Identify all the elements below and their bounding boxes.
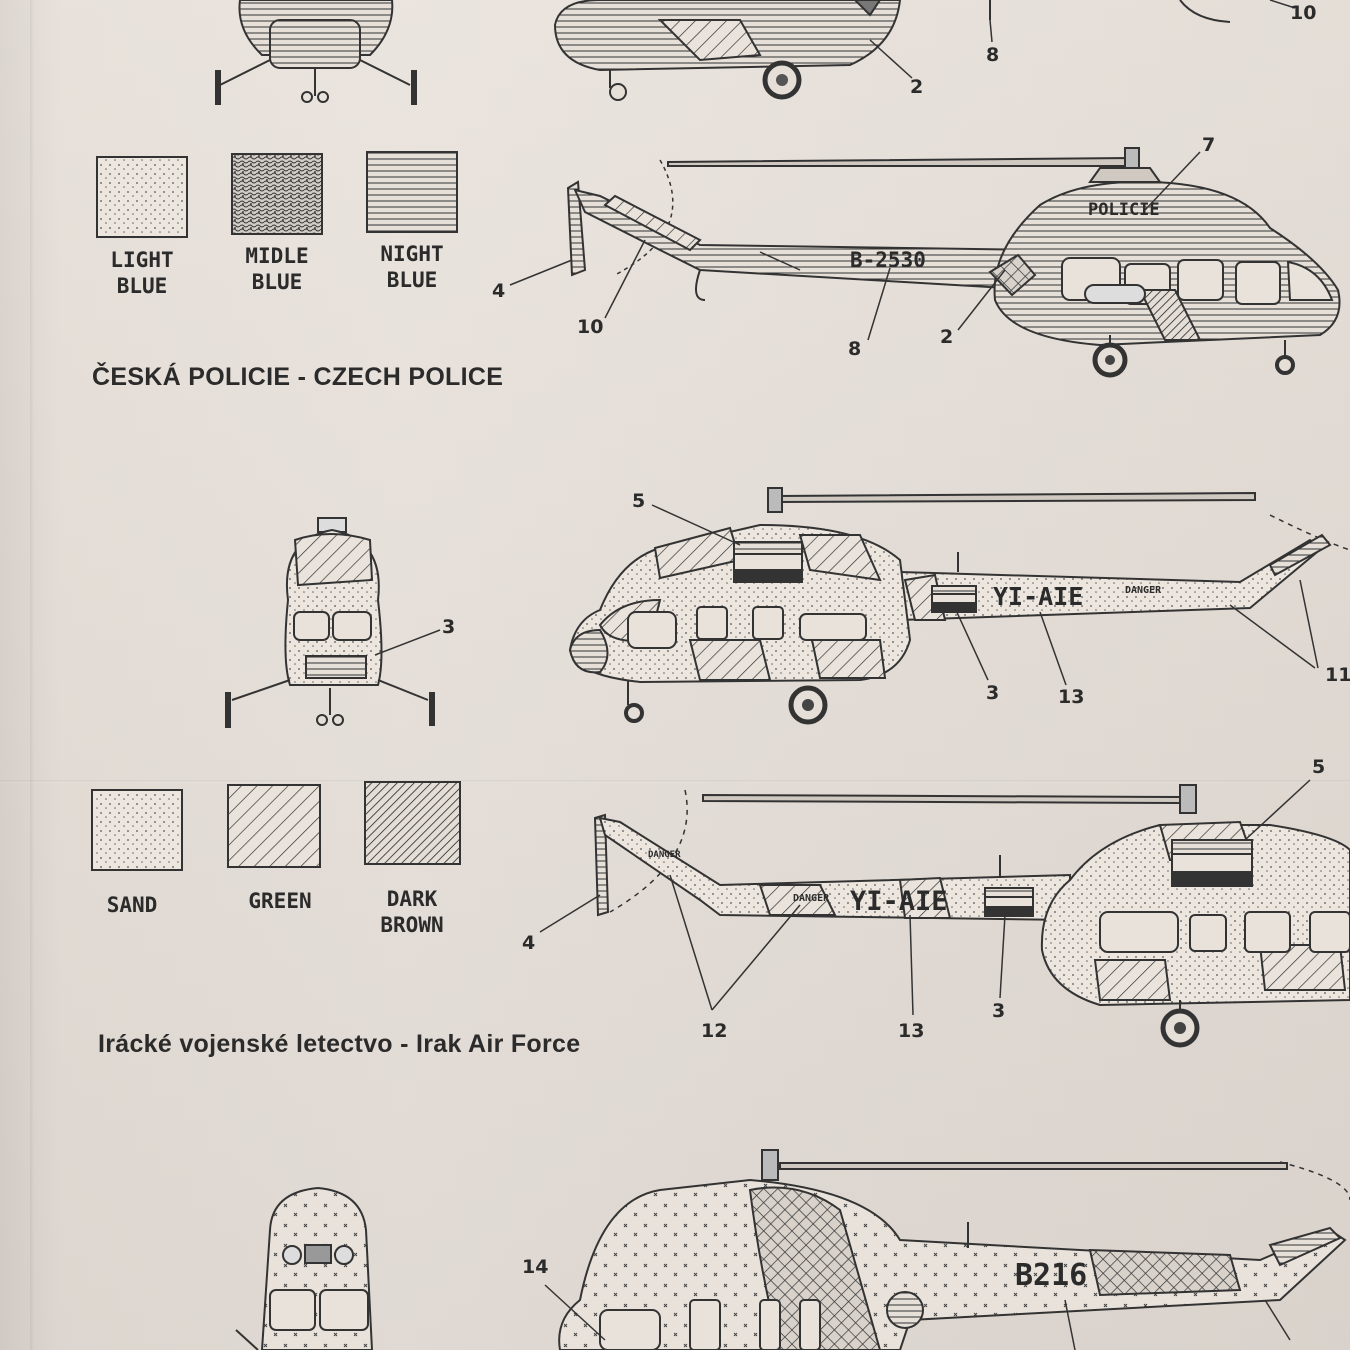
top-callout-lines <box>869 0 1296 79</box>
callout-number: 2 <box>910 76 924 98</box>
swatch-label-midle-blue: MIDLE BLUE <box>245 244 309 294</box>
callout-number: 14 <box>522 1256 549 1278</box>
callout-number: 5 <box>1312 756 1326 778</box>
swatch-dark-brown <box>364 781 461 865</box>
third-registration: B216 <box>1015 1258 1088 1293</box>
third-side-view <box>558 1149 1350 1350</box>
callout-number: 8 <box>848 338 862 360</box>
callout-number: 10 <box>1290 2 1317 24</box>
swatch-green <box>227 784 321 868</box>
danger-label: DANGER <box>793 893 830 904</box>
danger-label: DANGER <box>1125 585 1162 596</box>
callout-number: 3 <box>442 616 456 638</box>
swatch-label-light-blue: LIGHT BLUE <box>110 248 174 298</box>
iraq-swatches <box>91 781 461 871</box>
callout-number: 4 <box>522 932 536 954</box>
swatch-label-sand: SAND <box>106 893 158 917</box>
callout-number: 3 <box>986 682 1000 704</box>
callout-number: 7 <box>1202 134 1216 156</box>
callout-number: 8 <box>986 44 1000 66</box>
police-callout-lines <box>509 151 1201 341</box>
iraq-lower-callout-lines <box>539 779 1311 1016</box>
swatch-label-dark-brown: DARK BROWN <box>380 887 444 937</box>
czech-swatches <box>96 151 458 238</box>
callout-number: 4 <box>492 280 506 302</box>
iraq-registration: YI-AIE <box>993 582 1084 611</box>
police-marking: POLICIE <box>1088 200 1160 220</box>
callout-number: 13 <box>1058 686 1085 708</box>
paper-fold-horizontal <box>0 780 1350 783</box>
swatch-light-blue <box>96 156 188 238</box>
iraq-helicopter-side-upper <box>568 487 1350 725</box>
iraq-front-view <box>225 517 435 728</box>
iraq-upper-callout-lines <box>651 504 1319 686</box>
third-callout-lines <box>544 1284 1291 1350</box>
swatch-label-green: GREEN <box>248 889 312 913</box>
section-title-czech-police: ČESKÁ POLICIE - CZECH POLICE <box>92 363 504 391</box>
swatch-label-night-blue: NIGHT BLUE <box>380 242 444 292</box>
callout-number: 2 <box>940 326 954 348</box>
callout-number: 11 <box>1325 664 1350 686</box>
callout-number: 13 <box>898 1020 925 1042</box>
top-side-view-partial <box>553 0 1231 101</box>
danger-label: DANGER <box>648 850 681 860</box>
paper-fold-vertical <box>30 0 34 1350</box>
third-front-view <box>235 1186 374 1350</box>
callout-number: 5 <box>632 490 646 512</box>
iraq-front-callout-line <box>374 629 441 656</box>
iraq-registration-lower: YI-AIE <box>850 886 948 917</box>
swatch-night-blue <box>366 151 458 233</box>
callout-number: 12 <box>701 1020 728 1042</box>
swatch-sand <box>91 789 183 871</box>
callout-number: 3 <box>992 1000 1006 1022</box>
police-helicopter-side <box>566 147 1341 378</box>
callout-number: 10 <box>577 316 604 338</box>
swatch-midle-blue <box>231 153 323 235</box>
iraq-helicopter-side-lower <box>593 784 1350 1048</box>
top-front-view-partial <box>215 0 417 105</box>
police-registration: B-2530 <box>850 248 926 272</box>
section-title-irak-air-force: Irácké vojenské letectvo - Irak Air Forc… <box>98 1030 581 1058</box>
